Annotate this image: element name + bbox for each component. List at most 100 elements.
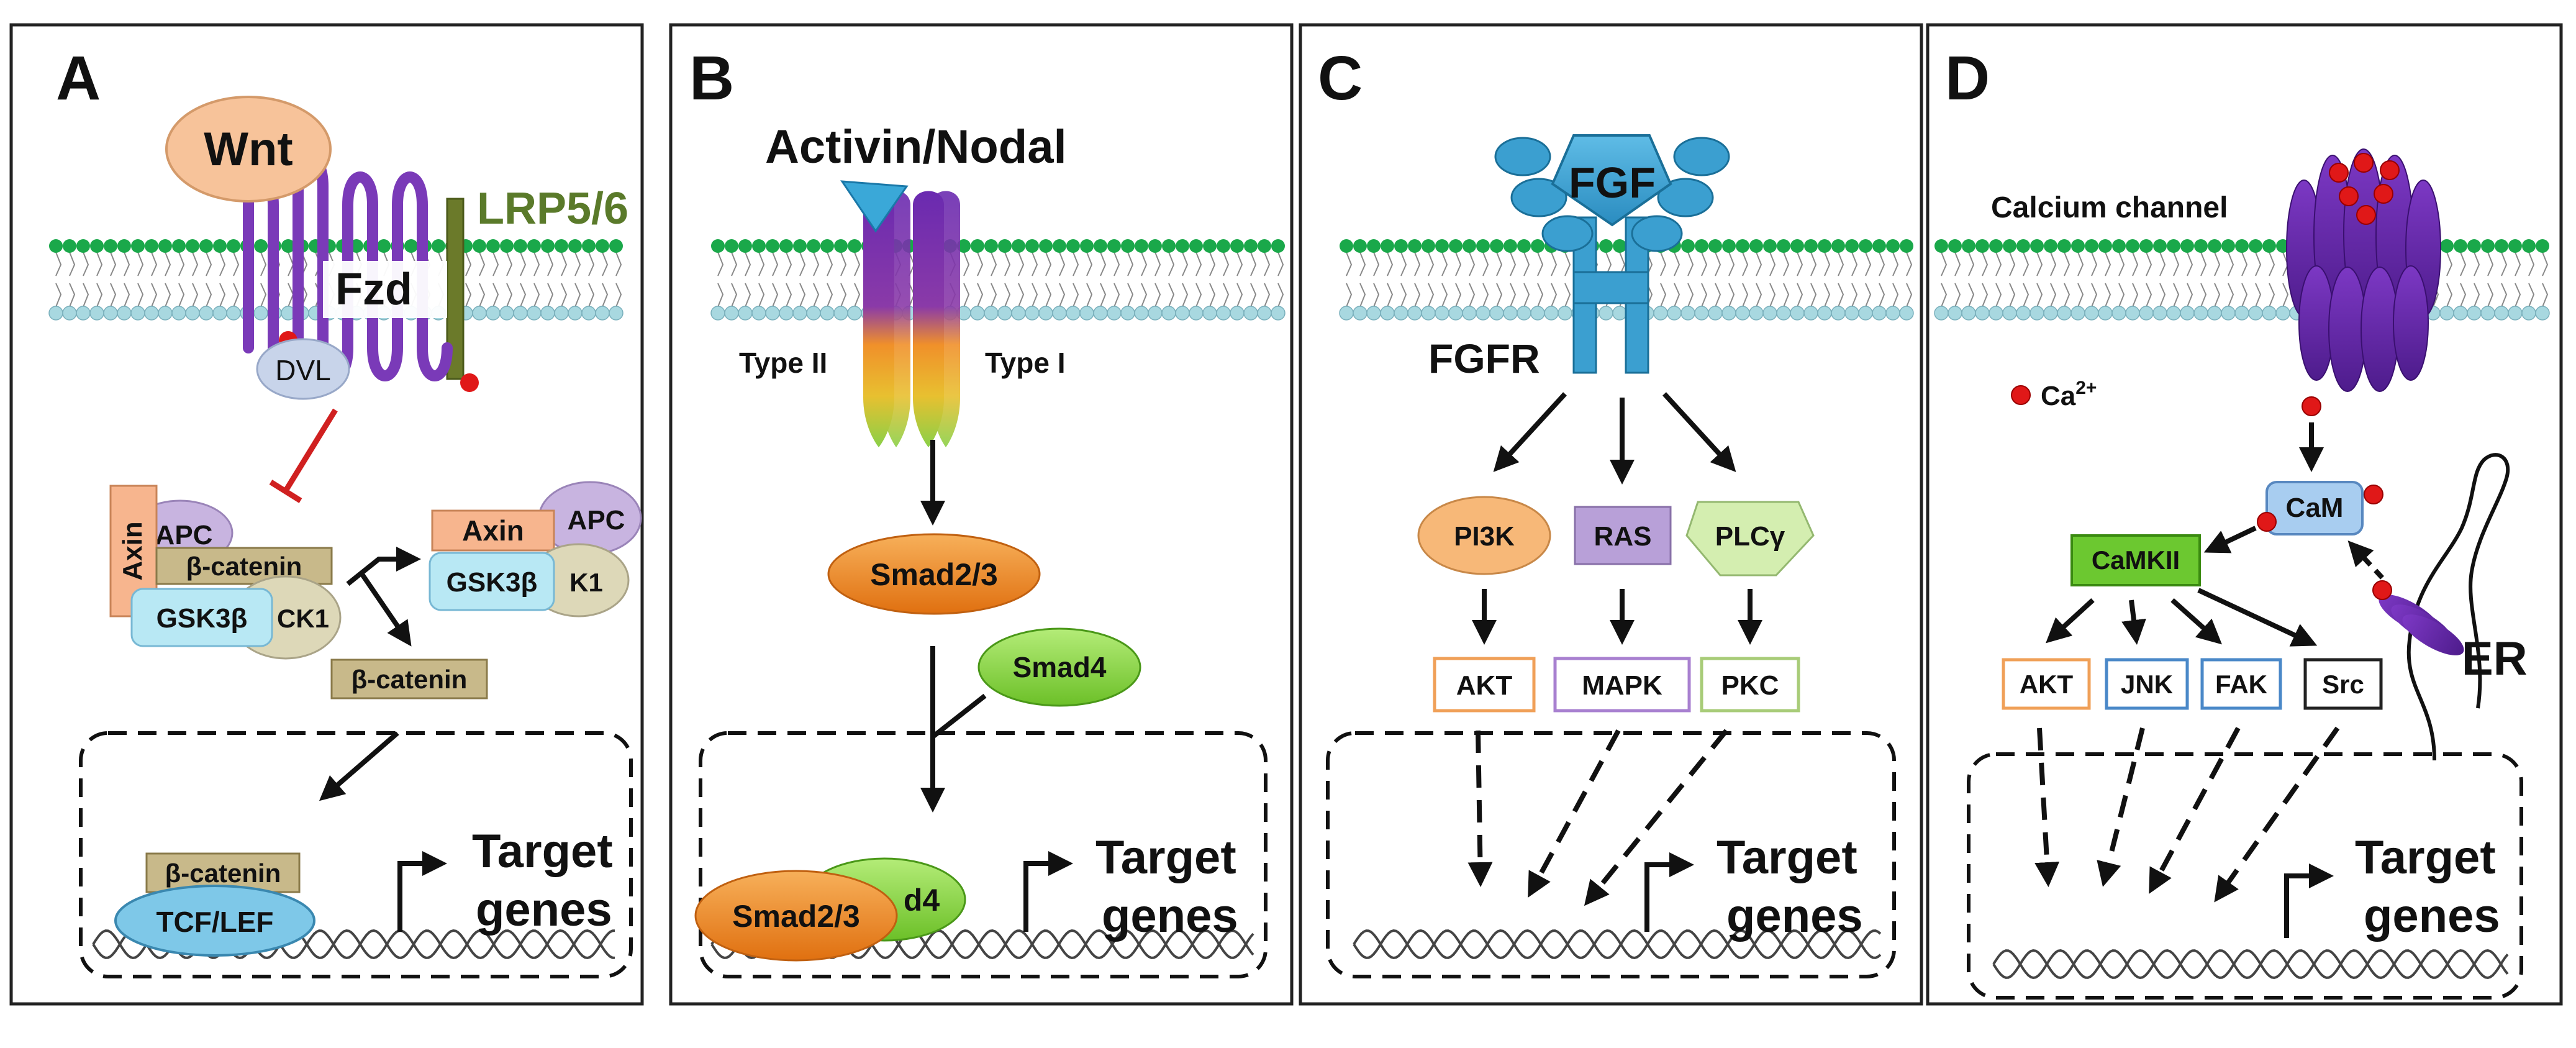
bcatenin-free xyxy=(330,658,488,699)
smad23-nuclear-label: Smad2/3 xyxy=(732,899,860,934)
dvl-protein xyxy=(256,338,350,400)
ras-label: RAS xyxy=(1594,521,1652,552)
tcf-lef xyxy=(114,885,315,957)
pkc-dashed-arrow xyxy=(1584,729,1729,906)
mapk-dashed-arrow xyxy=(1528,729,1621,898)
er-label: ER xyxy=(2462,632,2528,685)
camkii-protein xyxy=(2070,534,2201,586)
type2-label: Type II xyxy=(739,347,827,379)
ck1-right-label: K1 xyxy=(569,568,603,597)
src-box xyxy=(2303,658,2383,710)
dna-strand-c-2 xyxy=(1353,929,1882,960)
dna-strand-d-2 xyxy=(1992,949,2509,980)
jnk-dashed-arrow xyxy=(2097,727,2145,887)
panel-b-nucleus xyxy=(699,731,1268,978)
dvl-label: DVL xyxy=(275,354,330,386)
panel-d: D Calcium channel Ca2+ xyxy=(1945,43,2528,942)
camkii-to-jnk-arrow xyxy=(2121,599,2146,645)
smad23-label: Smad2/3 xyxy=(870,557,998,592)
panel-b-target-line2: genes xyxy=(1102,890,1238,942)
camkii-to-akt-arrow xyxy=(2046,598,2095,644)
panel-b-letter: B xyxy=(689,43,734,113)
type2-receptor-b xyxy=(882,191,910,447)
cam-protein xyxy=(2265,481,2364,535)
calcium-symbol: Ca xyxy=(2041,381,2076,411)
er-to-cam-dashed-arrow xyxy=(2347,540,2384,580)
panel-b-promoter-arrow xyxy=(1023,851,1073,932)
membrane-panel-b xyxy=(710,239,1286,321)
panel-d-target-line2: genes xyxy=(2364,890,2500,942)
panel-a-letter: A xyxy=(56,43,101,113)
cam-to-camkii-arrow xyxy=(2203,526,2257,554)
lrp-label: LRP5/6 xyxy=(477,184,628,234)
membrane-panel-d xyxy=(1934,239,2550,321)
panel-a-nucleus xyxy=(79,731,633,978)
camkii-to-src-arrow xyxy=(2197,588,2318,647)
activin-ligand xyxy=(840,180,909,233)
panel-c-target-line1: Target xyxy=(1717,831,1857,884)
fzd-label: Fzd xyxy=(335,265,412,314)
type1-label: Type I xyxy=(985,347,1066,379)
fgf-label: FGF xyxy=(1569,158,1656,207)
panel-b-target-line1: Target xyxy=(1095,831,1236,884)
akt-c-box xyxy=(1433,657,1536,713)
panel-c-target-line2: genes xyxy=(1726,890,1863,942)
dna-strand-d-1 xyxy=(1992,949,2509,980)
calcium-charge: 2+ xyxy=(2075,378,2097,398)
panel-a-target-line1: Target xyxy=(472,825,613,878)
ras-protein xyxy=(1574,506,1672,565)
complex-to-complex-arrow xyxy=(346,547,421,586)
panel-a-promoter-arrow xyxy=(397,851,447,932)
cam-calcium-2 xyxy=(2257,512,2277,532)
smad4-label: Smad4 xyxy=(1013,651,1107,683)
panel-c: C FGFR FGF PI3K RAS PLCγ xyxy=(1318,43,1863,942)
fgf-domains xyxy=(1494,137,1730,252)
camkii-label: CaMKII xyxy=(2092,545,2180,575)
panel-d-promoter-arrow xyxy=(2284,863,2334,938)
wnt-ligand xyxy=(165,96,332,203)
activin-label: Activin/Nodal xyxy=(765,121,1067,173)
pi3k-protein xyxy=(1417,496,1551,575)
src-label: Src xyxy=(2322,670,2364,699)
fgfr-label: FGFR xyxy=(1428,335,1540,381)
calcium-channel xyxy=(2286,148,2441,392)
apc-right-label: APC xyxy=(568,505,625,535)
mapk-label: MAPK xyxy=(1582,670,1662,701)
panel-b-frame xyxy=(669,23,1294,1006)
apc-left-label: APC xyxy=(155,520,213,550)
axin-right xyxy=(431,509,555,552)
wnt-label: Wnt xyxy=(204,123,293,176)
fak-box xyxy=(2200,658,2282,710)
smad4-protein xyxy=(977,627,1141,707)
fgfr-to-plcg-arrow xyxy=(1662,392,1736,472)
er-calcium xyxy=(2372,580,2392,600)
calcium-legend-dot xyxy=(2011,385,2031,405)
fak-dashed-arrow xyxy=(2149,727,2241,895)
pkc-box xyxy=(1700,657,1800,713)
smad4-join-line xyxy=(931,693,987,739)
fgfr-to-pi3k-arrow xyxy=(1493,392,1567,472)
smad23-nuclear xyxy=(694,870,898,962)
akt-d-box xyxy=(2002,658,2091,710)
gsk3b-right xyxy=(429,552,555,611)
er-membrane xyxy=(2406,453,2510,761)
plcg-label: PLCγ xyxy=(1715,521,1785,552)
bcatenin-nuclear-label: β-catenin xyxy=(165,859,281,888)
akt-c-label: AKT xyxy=(1456,670,1513,701)
lrp-phospho xyxy=(460,373,479,392)
panel-b: B Activin/Nodal Type II Type I Smad2/3 S… xyxy=(689,43,1238,962)
smad4-nuclear-label: d4 xyxy=(904,883,940,918)
cam-calcium-1 xyxy=(2364,485,2383,504)
fgfr-bridge xyxy=(1572,271,1649,304)
release-bcatenin-arrow xyxy=(358,570,412,647)
panel-c-frame xyxy=(1299,23,1923,1006)
panel-a-target-line2: genes xyxy=(476,883,612,936)
panel-d-nucleus xyxy=(1967,752,2523,1000)
fzd-label-box xyxy=(323,261,447,318)
mapk-box xyxy=(1553,657,1691,713)
jnk-box xyxy=(2105,658,2189,710)
panel-c-letter: C xyxy=(1318,43,1363,113)
panel-d-target-line1: Target xyxy=(2355,831,2496,884)
jnk-label: JNK xyxy=(2121,670,2173,699)
